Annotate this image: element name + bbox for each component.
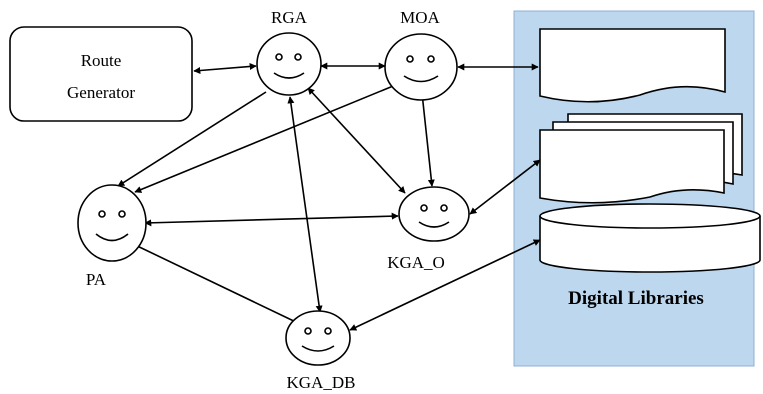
edge-rga-kgadb (287, 96, 323, 313)
multi-document-icon (539, 113, 743, 204)
digital-libraries-label: Digital Libraries (568, 288, 704, 309)
rga-agent-face-icon (256, 32, 322, 96)
edge-moa-kgao (419, 92, 435, 187)
route-generator-label-line1: Route (81, 51, 122, 70)
rga-label: RGA (271, 8, 308, 27)
document-icon (539, 28, 726, 103)
edge-rg-rga (193, 63, 257, 74)
kga-db-label: KGA_DB (287, 373, 356, 392)
kga-db-agent-face-icon (285, 310, 351, 366)
edge-pa-kgadb (130, 242, 301, 325)
kga-o-agent-face-icon (398, 186, 470, 242)
moa-agent-face-icon (384, 33, 458, 101)
route-generator-box (9, 26, 193, 122)
route-generator-label-line2: Generator (67, 83, 135, 102)
edge-rga-kgao (307, 87, 406, 194)
edge-kgadb-database (349, 239, 541, 331)
edge-rga-pa (117, 91, 267, 187)
edge-kgao-multidoc (469, 159, 541, 215)
database-icon (539, 203, 761, 273)
moa-label: MOA (400, 8, 440, 27)
edge-pa-kgao (144, 212, 399, 227)
pa-agent-face-icon (77, 184, 147, 262)
kga-o-label: KGA_O (387, 253, 445, 272)
connections (117, 62, 541, 331)
pa-label: PA (86, 270, 107, 289)
